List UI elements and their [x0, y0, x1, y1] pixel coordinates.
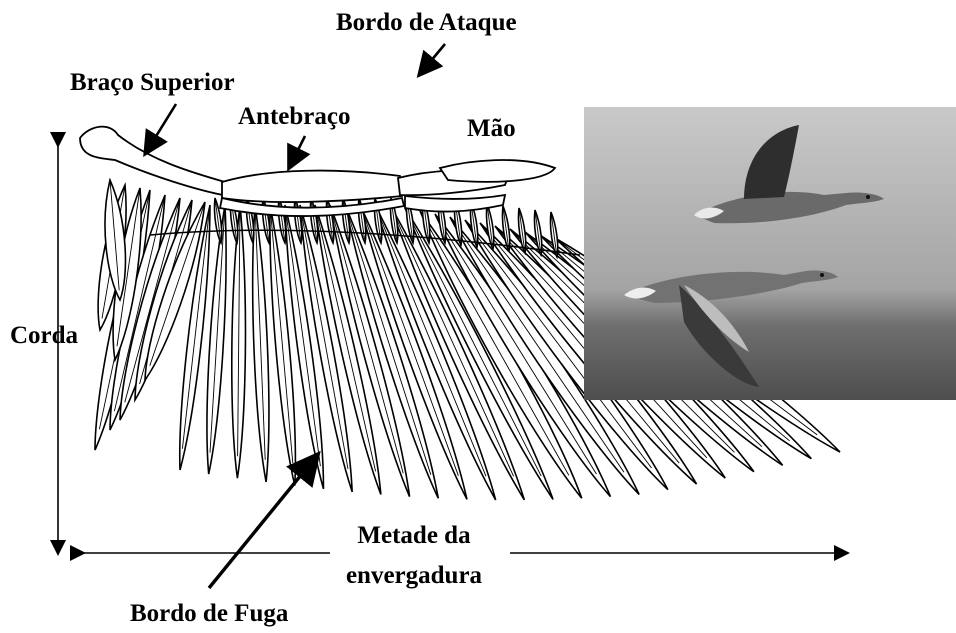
forearm-label: Antebraço	[238, 104, 350, 129]
upper-arm-bone	[80, 127, 228, 196]
arrow-leading-edge	[425, 44, 445, 68]
hand-digit	[440, 160, 555, 182]
hand-label: Mão	[467, 116, 516, 141]
arrow-upper-arm	[150, 104, 176, 146]
upper-arm-label: Braço Superior	[70, 70, 235, 95]
chord-label: Corda	[10, 323, 78, 348]
half-span-label-line1: Metade da	[344, 523, 484, 548]
half-span-label-line2: envergadura	[334, 563, 494, 588]
forearm-bone	[222, 171, 402, 202]
trailing-edge-label: Bordo de Fuga	[130, 601, 288, 626]
geese-photo	[584, 107, 956, 400]
arrow-trailing-edge	[209, 464, 310, 588]
leading-edge-label: Bordo de Ataque	[336, 10, 517, 35]
hand-digit-lower	[405, 195, 505, 212]
arrow-forearm	[293, 136, 305, 160]
